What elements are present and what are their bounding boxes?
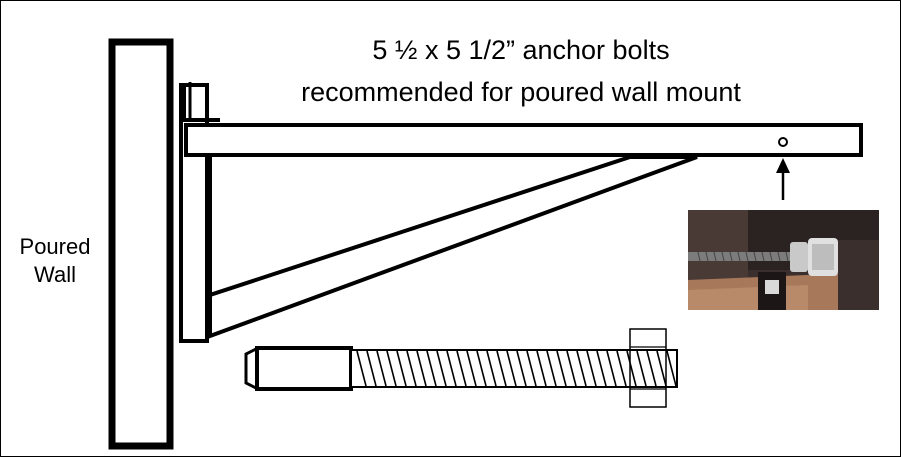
- wall-label-line-2: Wall: [34, 262, 76, 287]
- thread-line: [356, 350, 367, 387]
- up-arrow-icon: [776, 158, 790, 173]
- wall-label: Poured Wall: [10, 233, 100, 289]
- bolt-detail-photo: [688, 210, 879, 310]
- thread-line: [476, 350, 487, 387]
- bolt-nut: [629, 328, 667, 408]
- thread-line: [546, 350, 557, 387]
- caption-line-1: 5 ½ x 5 1/2” anchor bolts: [372, 35, 670, 65]
- anchor-bolt: [244, 328, 678, 408]
- thread-line: [566, 350, 577, 387]
- thread-line: [426, 350, 437, 387]
- thread-line: [586, 350, 597, 387]
- thread-line: [666, 350, 677, 387]
- thread-line: [536, 350, 547, 387]
- thread-line: [526, 350, 537, 387]
- thread-line: [516, 350, 527, 387]
- thread-line: [656, 350, 667, 387]
- thread-line: [406, 350, 417, 387]
- diagonal-brace: [208, 155, 698, 339]
- wall-label-line-1: Poured: [19, 234, 91, 259]
- thread-line: [386, 350, 397, 387]
- caption-line-2: recommended for poured wall mount: [301, 77, 741, 107]
- thread-line: [366, 350, 377, 387]
- thread-line: [496, 350, 507, 387]
- thread-line: [576, 350, 587, 387]
- thread-line: [506, 350, 517, 387]
- thread-line: [446, 350, 457, 387]
- thread-line: [486, 350, 497, 387]
- thread-line: [466, 350, 477, 387]
- thread-line: [626, 350, 637, 387]
- thread-line: [646, 350, 657, 387]
- thread-line: [396, 350, 407, 387]
- thread-line: [456, 350, 467, 387]
- thread-line: [436, 350, 447, 387]
- bolt-photo-image: [688, 210, 879, 310]
- thread-line: [416, 350, 427, 387]
- thread-line: [376, 350, 387, 387]
- poured-wall: [108, 38, 174, 450]
- thread-line: [556, 350, 567, 387]
- thread-line: [616, 350, 627, 387]
- bolt-sleeve: [255, 346, 353, 391]
- thread-line: [596, 350, 607, 387]
- thread-line: [636, 350, 647, 387]
- arm-bolt-hole: [778, 137, 788, 147]
- thread-line: [606, 350, 617, 387]
- bracket-arm: [184, 123, 863, 157]
- bracket-hook: [182, 84, 220, 122]
